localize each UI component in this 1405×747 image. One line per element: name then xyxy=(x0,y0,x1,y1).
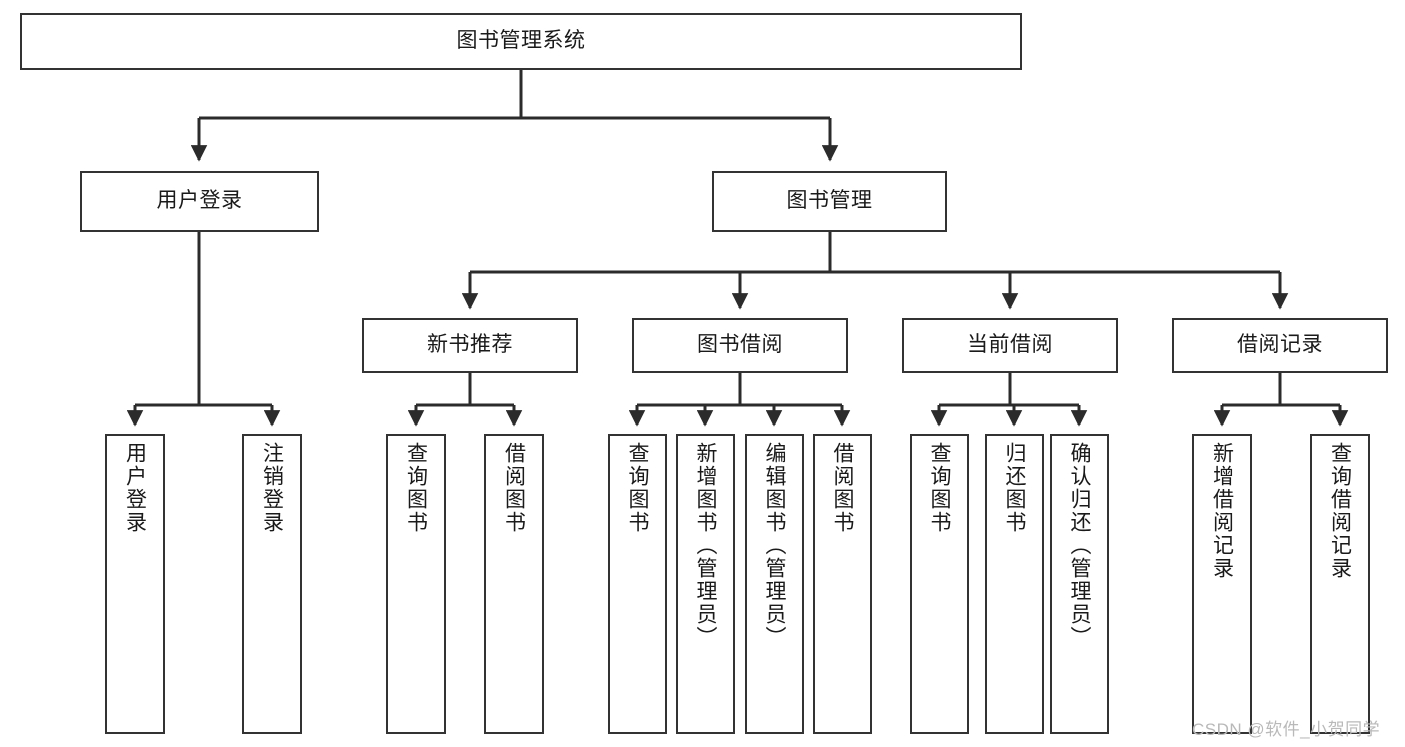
node-book-borrow[interactable]: 图书借阅 xyxy=(632,318,848,373)
leaf-query-book-borrow-label: 查询图书 xyxy=(626,442,649,534)
leaf-query-borrow-record[interactable]: 查询借阅记录 xyxy=(1310,434,1370,734)
leaf-borrow-book-label: 借阅图书 xyxy=(831,442,854,534)
node-borrow-records-label: 借阅记录 xyxy=(1237,333,1323,357)
leaf-logout-label: 注销登录 xyxy=(260,442,284,534)
node-current-borrow[interactable]: 当前借阅 xyxy=(902,318,1118,373)
leaf-query-book-recommend-label: 查询图书 xyxy=(404,442,428,534)
leaf-confirm-return-admin[interactable]: 确认归还（管理员） xyxy=(1050,434,1109,734)
node-user-login-label: 用户登录 xyxy=(156,189,243,213)
leaf-confirm-return-admin-label: 确认归还（管理员） xyxy=(1068,442,1091,649)
node-book-management-label: 图书管理 xyxy=(786,189,873,213)
leaf-edit-book-admin-label: 编辑图书（管理员） xyxy=(763,442,786,649)
leaf-add-book-admin[interactable]: 新增图书（管理员） xyxy=(676,434,735,734)
leaf-borrow-book-recommend-label: 借阅图书 xyxy=(502,442,526,534)
node-root-label: 图书管理系统 xyxy=(456,29,586,53)
leaf-user-login-label: 用户登录 xyxy=(123,442,147,534)
leaf-edit-book-admin[interactable]: 编辑图书（管理员） xyxy=(745,434,804,734)
leaf-query-book-borrow[interactable]: 查询图书 xyxy=(608,434,667,734)
node-new-book-recommend-label: 新书推荐 xyxy=(427,333,513,357)
node-new-book-recommend[interactable]: 新书推荐 xyxy=(362,318,578,373)
node-user-login[interactable]: 用户登录 xyxy=(80,171,319,232)
leaf-query-borrow-record-label: 查询借阅记录 xyxy=(1328,442,1352,580)
leaf-borrow-book[interactable]: 借阅图书 xyxy=(813,434,872,734)
leaf-query-book-current-label: 查询图书 xyxy=(928,442,951,534)
leaf-query-book-current[interactable]: 查询图书 xyxy=(910,434,969,734)
leaf-return-book[interactable]: 归还图书 xyxy=(985,434,1044,734)
node-borrow-records[interactable]: 借阅记录 xyxy=(1172,318,1388,373)
node-root[interactable]: 图书管理系统 xyxy=(20,13,1022,70)
leaf-return-book-label: 归还图书 xyxy=(1003,442,1026,534)
leaf-add-borrow-record[interactable]: 新增借阅记录 xyxy=(1192,434,1252,734)
leaf-add-book-admin-label: 新增图书（管理员） xyxy=(694,442,717,649)
leaf-borrow-book-recommend[interactable]: 借阅图书 xyxy=(484,434,544,734)
node-current-borrow-label: 当前借阅 xyxy=(967,333,1053,357)
leaf-user-login[interactable]: 用户登录 xyxy=(105,434,165,734)
leaf-add-borrow-record-label: 新增借阅记录 xyxy=(1210,442,1234,580)
node-book-borrow-label: 图书借阅 xyxy=(697,333,783,357)
leaf-query-book-recommend[interactable]: 查询图书 xyxy=(386,434,446,734)
leaf-logout[interactable]: 注销登录 xyxy=(242,434,302,734)
node-book-management[interactable]: 图书管理 xyxy=(712,171,947,232)
